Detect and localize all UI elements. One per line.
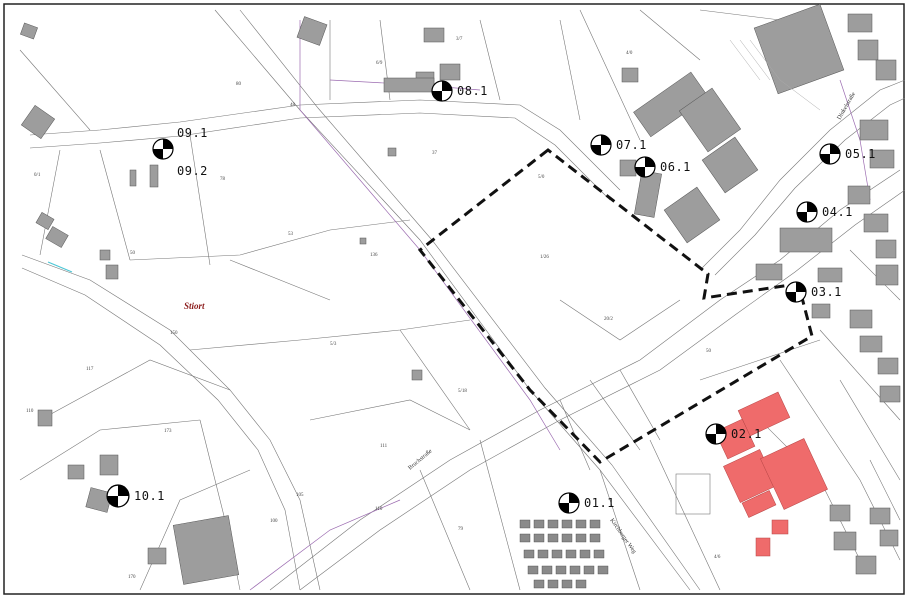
svg-text:5/0: 5/0 — [538, 175, 545, 180]
svg-text:110: 110 — [26, 409, 34, 414]
svg-text:4/0: 4/0 — [626, 51, 633, 56]
marker-09-2[interactable]: 09.2 — [177, 164, 208, 178]
map-border — [3, 3, 905, 595]
marker-01-1[interactable]: 01.1 — [558, 492, 615, 514]
svg-text:79: 79 — [458, 527, 464, 532]
svg-text:6/9: 6/9 — [376, 61, 383, 66]
svg-text:20/2: 20/2 — [604, 317, 613, 322]
parking-lines — [729, 39, 821, 111]
marker-09-1-label: 09.1 — [177, 126, 208, 140]
svg-text:170: 170 — [128, 575, 136, 580]
marker-label: 10.1 — [134, 489, 165, 503]
svg-text:105: 105 — [296, 493, 304, 498]
svg-text:80: 80 — [236, 82, 242, 87]
svg-text:53: 53 — [288, 232, 294, 237]
place-name-label: Stiort — [184, 301, 205, 311]
measurement-point-icon — [796, 201, 818, 223]
measurement-point-icon — [819, 143, 841, 165]
svg-text:Dinkelstraße: Dinkelstraße — [836, 91, 858, 121]
svg-text:4/6: 4/6 — [714, 555, 721, 560]
marker-10-1[interactable]: 10.1 — [106, 484, 165, 508]
marker-label: 02.1 — [731, 427, 762, 441]
svg-text:48: 48 — [290, 103, 296, 108]
marker-label: 04.1 — [822, 205, 853, 219]
measurement-point-icon — [590, 134, 612, 156]
svg-text:50: 50 — [706, 349, 712, 354]
svg-text:Kirchberger Weg: Kirchberger Weg — [608, 518, 637, 555]
measurement-point-icon — [705, 423, 727, 445]
marker-04-1[interactable]: 04.1 — [796, 201, 853, 223]
svg-text:1/26: 1/26 — [540, 255, 549, 260]
measurement-point-icon — [106, 484, 130, 508]
measurement-point-icon — [152, 138, 174, 160]
marker-label: 05.1 — [845, 147, 876, 161]
svg-text:150: 150 — [170, 331, 178, 336]
water-line — [47, 261, 73, 273]
svg-text:117: 117 — [86, 367, 94, 372]
marker-label: 09.2 — [177, 164, 208, 178]
svg-text:5/18: 5/18 — [458, 389, 467, 394]
marker-07-1[interactable]: 07.1 — [590, 134, 647, 156]
outline-building — [675, 473, 711, 515]
marker-label: 01.1 — [584, 496, 615, 510]
svg-text:5/3: 5/3 — [330, 342, 337, 347]
marker-05-1[interactable]: 05.1 — [819, 143, 876, 165]
svg-text:78: 78 — [220, 177, 226, 182]
svg-text:3/7: 3/7 — [456, 37, 463, 42]
marker-label: 06.1 — [660, 160, 691, 174]
marker-label: 09.1 — [177, 126, 208, 140]
highlighted-buildings — [714, 391, 828, 557]
svg-text:0/1: 0/1 — [34, 173, 41, 178]
measurement-point-icon — [558, 492, 580, 514]
svg-text:50: 50 — [130, 251, 136, 256]
marker-03-1[interactable]: 03.1 — [785, 281, 842, 303]
marker-06-1[interactable]: 06.1 — [634, 156, 691, 178]
marker-label: 03.1 — [811, 285, 842, 299]
measurement-point-icon — [785, 281, 807, 303]
svg-text:110: 110 — [375, 507, 383, 512]
marker-09-1[interactable] — [152, 138, 174, 160]
buildings — [20, 3, 901, 585]
marker-02-1[interactable]: 02.1 — [705, 423, 762, 445]
svg-text:136: 136 — [370, 253, 378, 258]
measurement-point-icon — [431, 80, 453, 102]
svg-text:173: 173 — [164, 429, 172, 434]
svg-text:100: 100 — [270, 519, 278, 524]
marker-label: 08.1 — [457, 84, 488, 98]
parking-area — [519, 519, 609, 589]
svg-text:37: 37 — [432, 151, 438, 156]
marker-label: 07.1 — [616, 138, 647, 152]
svg-text:Bruchstraße: Bruchstraße — [407, 447, 434, 471]
marker-08-1[interactable]: 08.1 — [431, 80, 488, 102]
measurement-point-icon — [634, 156, 656, 178]
svg-text:111: 111 — [380, 444, 388, 449]
project-boundary — [417, 148, 814, 464]
